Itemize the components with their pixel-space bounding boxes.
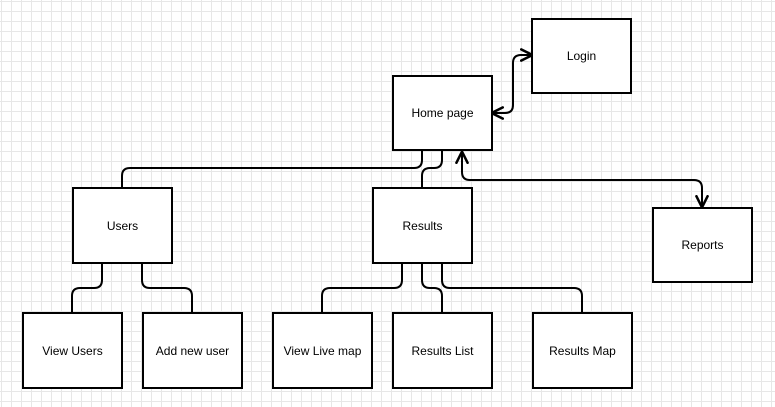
- node-home-page[interactable]: Home page: [392, 75, 493, 151]
- edge-results-list: [421, 263, 443, 312]
- node-reports[interactable]: Reports: [652, 207, 753, 283]
- node-results[interactable]: Results: [372, 187, 473, 264]
- node-login-label: Login: [566, 49, 597, 63]
- node-users-label: Users: [106, 218, 139, 233]
- node-view-live-map[interactable]: View Live map: [272, 312, 373, 389]
- edge-users-viewusers: [71, 263, 103, 312]
- node-results-list-label: Results List: [411, 343, 474, 358]
- node-users[interactable]: Users: [72, 187, 173, 264]
- edge-results-map: [441, 263, 583, 312]
- node-view-live-map-label: View Live map: [283, 343, 362, 358]
- node-view-users-label: View Users: [42, 343, 103, 358]
- edge-users-adduser: [141, 263, 193, 312]
- node-login[interactable]: Login: [531, 18, 632, 94]
- edge-home-users: [121, 151, 423, 187]
- node-reports-label: Reports: [681, 238, 724, 252]
- node-results-list[interactable]: Results List: [392, 312, 493, 389]
- node-results-label: Results: [402, 218, 443, 233]
- edge-home-results: [421, 151, 443, 187]
- node-add-new-user-label: Add new user: [155, 343, 230, 358]
- node-results-map[interactable]: Results Map: [532, 312, 633, 389]
- node-add-new-user[interactable]: Add new user: [142, 312, 243, 389]
- edge-home-login: [493, 55, 531, 113]
- edge-home-reports: [462, 153, 702, 206]
- node-view-users[interactable]: View Users: [22, 312, 123, 389]
- node-home-page-label: Home page: [411, 106, 474, 120]
- edge-results-livemap: [321, 263, 403, 312]
- node-results-map-label: Results Map: [549, 343, 616, 358]
